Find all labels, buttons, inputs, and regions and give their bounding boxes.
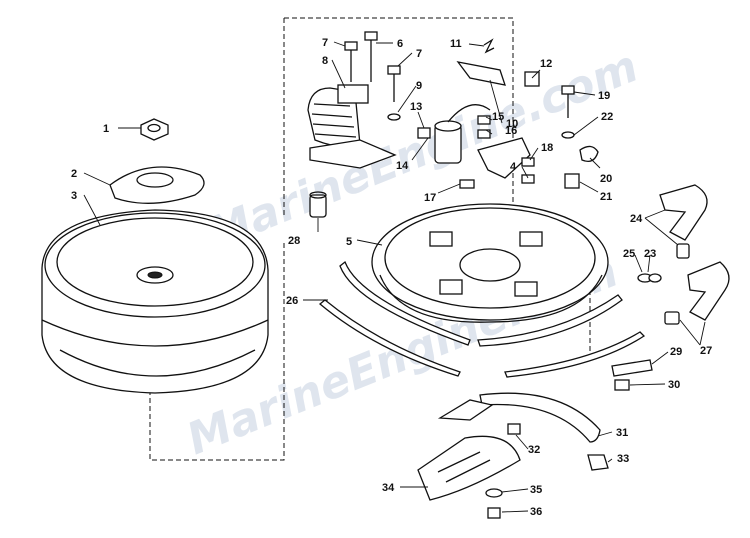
- label-part-35: 35: [530, 484, 542, 496]
- throttle-link-part: [437, 392, 601, 443]
- wire-strips-part: [318, 260, 646, 378]
- label-part-21: 21: [600, 191, 612, 203]
- label-part-28: 28: [288, 235, 300, 247]
- label-part-4: 4: [510, 161, 517, 173]
- label-part-34: 34: [382, 482, 395, 494]
- label-part-23: 23: [644, 248, 656, 260]
- label-part-7b: 7: [416, 48, 422, 60]
- label-part-30: 30: [668, 379, 680, 391]
- flywheel-nut-part: [140, 118, 169, 141]
- label-part-10: 10: [506, 118, 518, 130]
- throttle-cam-part: [417, 435, 521, 501]
- label-part-2: 2: [71, 168, 77, 180]
- label-part-14: 14: [396, 160, 409, 172]
- label-part-24: 24: [630, 213, 643, 225]
- label-part-7a: 7: [322, 37, 328, 49]
- link-hardware-part: [485, 423, 609, 519]
- armature-plate-part: [371, 203, 609, 323]
- clip-parts: [637, 273, 662, 283]
- ignition-coil-part: [307, 84, 397, 169]
- label-part-19: 19: [598, 90, 610, 102]
- label-part-32: 32: [528, 444, 540, 456]
- label-part-27: 27: [700, 345, 712, 357]
- label-part-17: 17: [424, 192, 436, 204]
- label-part-16: 16: [505, 125, 517, 137]
- label-part-5: 5: [346, 236, 352, 248]
- label-part-31: 31: [616, 427, 628, 439]
- label-part-13: 13: [410, 101, 422, 113]
- label-part-18: 18: [541, 142, 553, 154]
- label-part-15: 15: [492, 111, 504, 123]
- label-part-6: 6: [397, 38, 403, 50]
- label-part-25: 25: [623, 248, 635, 260]
- flywheel-cup-part: [109, 166, 205, 204]
- label-part-26: 26: [286, 295, 298, 307]
- small-hardware-part: [459, 85, 599, 189]
- label-part-9: 9: [416, 80, 422, 92]
- breaker-points-part: [456, 38, 540, 179]
- label-part-11: 11: [450, 38, 462, 50]
- label-part-20: 20: [600, 173, 612, 185]
- part-labels: 1 2 3 4 5 6 7 7 8 9 10 11 12 13 14 15 16…: [71, 37, 712, 518]
- flywheel-part: [41, 209, 269, 394]
- label-part-8: 8: [322, 55, 328, 67]
- leader-lines: [83, 41, 706, 513]
- label-part-36: 36: [530, 506, 542, 518]
- label-part-3: 3: [71, 190, 77, 202]
- label-part-12: 12: [540, 58, 552, 70]
- condenser-part: [417, 104, 491, 164]
- terminal-boot-part: [309, 191, 327, 218]
- label-part-33: 33: [617, 453, 629, 465]
- label-part-1: 1: [103, 123, 109, 135]
- label-part-29: 29: [670, 346, 682, 358]
- label-part-22: 22: [601, 111, 613, 123]
- spark-plug-boots-part: [659, 184, 730, 325]
- ground-terminal-part: [611, 359, 653, 391]
